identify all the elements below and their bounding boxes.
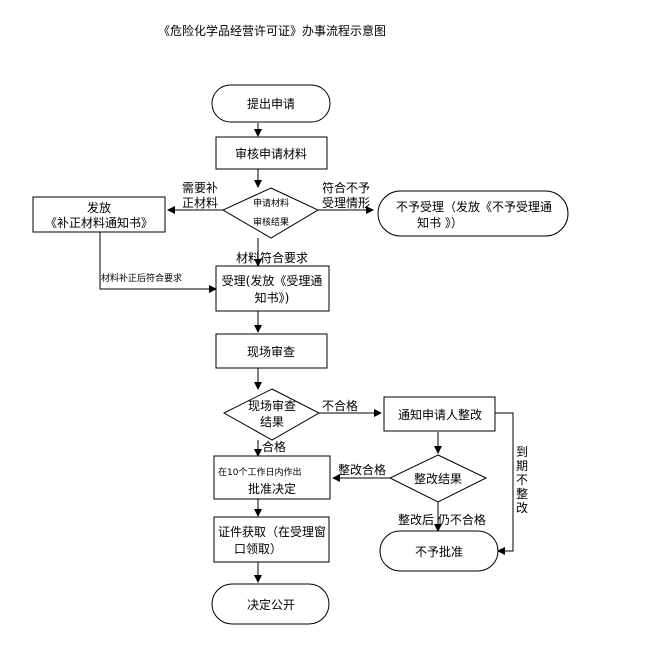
svg-text:通知申请人整改: 通知申请人整改 xyxy=(398,407,482,422)
edge-labels: 需要补 正材料 符合不予 受理情形 材料符合要求 材料补正后符合要求 不合格 合… xyxy=(101,180,528,527)
node-rectify-result: 整改结果 xyxy=(388,454,488,503)
svg-text:整: 整 xyxy=(516,486,528,501)
svg-text:不: 不 xyxy=(516,473,528,487)
label-still-fail: 整改后 仍不合格 xyxy=(398,512,486,527)
svg-text:受理(发放《受理通: 受理(发放《受理通 xyxy=(222,273,323,288)
label-pass: 合格 xyxy=(262,439,286,454)
label-fail: 不合格 xyxy=(322,398,358,413)
svg-text:结果: 结果 xyxy=(260,415,284,429)
edge-overdue xyxy=(495,412,514,555)
edges xyxy=(99,123,514,583)
svg-text:现场审查: 现场审查 xyxy=(247,344,295,359)
node-supplement: 发放 《补正材料通知书》 xyxy=(32,196,166,233)
svg-text:决定公开: 决定公开 xyxy=(247,597,295,612)
label-need-supplement-2: 正材料 xyxy=(182,196,218,210)
label-meets: 材料符合要求 xyxy=(236,250,308,265)
diagram-title: 《危险化学品经营许可证》办事流程示意图 xyxy=(158,24,387,38)
svg-text:知书》): 知书》) xyxy=(255,291,290,305)
node-decision: 在10个工作日内作出 批准决定 xyxy=(213,455,331,500)
node-review-result: 申请材料 审核结果 xyxy=(221,187,320,239)
label-need-supplement-1: 需要补 xyxy=(182,181,218,195)
node-reject-accept: 不予受理（发放《不予受理通 知书 》） xyxy=(377,190,569,237)
svg-text:审核结果: 审核结果 xyxy=(253,216,289,228)
label-not-accept-2: 受理情形 xyxy=(322,196,370,210)
svg-text:改: 改 xyxy=(516,501,528,515)
node-onsite-result: 现场审查 结果 xyxy=(222,388,321,441)
svg-text:批准决定: 批准决定 xyxy=(248,481,296,496)
label-after-supplement: 材料补正后符合要求 xyxy=(101,272,182,284)
svg-text:发放: 发放 xyxy=(87,200,111,215)
svg-text:现场审查: 现场审查 xyxy=(248,398,296,413)
svg-text:申请材料: 申请材料 xyxy=(253,197,289,209)
node-start: 提出申请 xyxy=(211,84,331,123)
node-review: 审核申请材料 xyxy=(215,136,328,170)
svg-text:在10个工作日内作出: 在10个工作日内作出 xyxy=(218,466,301,478)
svg-text:不予受理（发放《不予受理通: 不予受理（发放《不予受理通 xyxy=(396,199,552,214)
edge-after-supplement xyxy=(99,232,217,293)
svg-text:《补正材料通知书》: 《补正材料通知书》 xyxy=(45,216,153,230)
svg-text:提出申请: 提出申请 xyxy=(247,96,295,111)
svg-text:口领取）: 口领取） xyxy=(234,542,282,556)
svg-text:到: 到 xyxy=(516,445,528,459)
svg-text:期: 期 xyxy=(516,459,528,473)
node-accept: 受理(发放《受理通 知书》) xyxy=(215,265,330,312)
svg-text:证件获取（在受理窗: 证件获取（在受理窗 xyxy=(218,525,326,539)
node-onsite: 现场审查 xyxy=(215,333,328,369)
svg-text:审核申请材料: 审核申请材料 xyxy=(235,146,307,161)
label-rectify-pass: 整改合格 xyxy=(338,462,386,477)
node-deny: 不予批准 xyxy=(379,530,499,572)
node-certificate: 证件获取（在受理窗 口领取） xyxy=(213,516,330,563)
node-publish: 决定公开 xyxy=(211,583,330,625)
label-not-accept-1: 符合不予 xyxy=(322,180,370,195)
label-overdue: 到 期 不 整 改 xyxy=(516,445,528,515)
node-notify-rectify: 通知申请人整改 xyxy=(383,396,496,432)
svg-text:整改结果: 整改结果 xyxy=(414,471,462,486)
svg-text:不予批准: 不予批准 xyxy=(415,544,463,559)
svg-text:知书 》）: 知书 》） xyxy=(417,216,463,230)
